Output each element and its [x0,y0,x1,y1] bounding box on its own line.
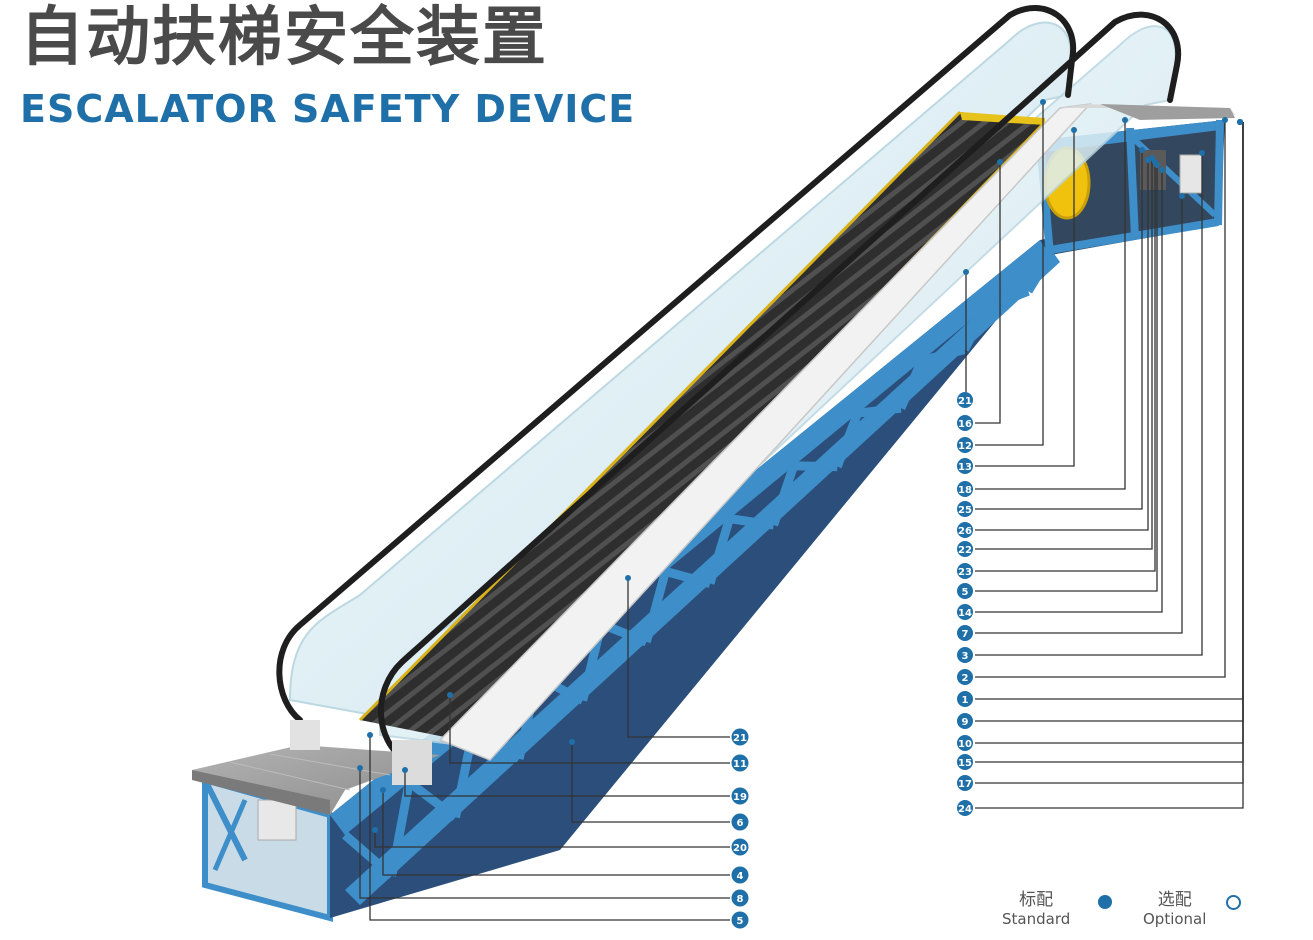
callout-badge: 12 [957,437,973,453]
callout-badge: 9 [957,713,973,729]
marker-dot-bottom [569,739,575,745]
marker-dot-right [1159,167,1165,173]
marker-dot-bottom [367,732,373,738]
legend-optional: 选配 Optional [1143,890,1206,928]
marker-dot-right [963,269,969,275]
title-english: ESCALATOR SAFETY DEVICE [20,87,636,131]
leader-lines [357,99,1244,921]
callout-badge: 20 [731,838,749,856]
callout-badge: 26 [957,522,973,538]
marker-dot-right [1154,162,1160,168]
callout-number: 25 [958,505,972,516]
callout-badge: 10 [957,735,973,751]
callout-number: 5 [737,916,744,927]
callout-number: 20 [733,843,747,854]
callout-number: 5 [962,587,969,598]
callout-number: 7 [962,629,969,640]
standard-marker-icon [1098,895,1112,909]
callout-badge: 25 [957,501,973,517]
skirt-panel [438,102,1235,761]
marker-dot-bottom [402,767,408,773]
marker-dot-bottom [380,787,386,793]
title-chinese: 自动扶梯安全装置 [20,1,548,75]
callout-number: 1 [962,695,969,706]
callout-number: 4 [737,871,744,882]
callout-badge: 21 [731,728,749,746]
callout-badge: 11 [731,754,749,772]
marker-dot-bottom [447,692,453,698]
marker-dot-right [997,159,1003,165]
callout-badge: 1 [957,691,973,707]
callout-number: 17 [958,779,972,790]
upper-floor-plate [1100,104,1235,120]
callout-number: 23 [958,567,972,578]
marker-dot-right [1122,117,1128,123]
callout-column-bottom: 21 11 19 6 20 4 8 5 [731,728,749,929]
callout-number: 8 [737,894,744,905]
callout-badge: 8 [731,889,749,907]
callout-number: 6 [737,818,744,829]
callout-badge: 21 [957,392,973,408]
callout-number: 21 [958,396,972,407]
callout-number: 21 [733,733,747,744]
callout-number: 16 [958,419,972,430]
legend-standard: 标配 Standard [1002,890,1070,928]
callout-number: 10 [958,739,972,750]
callout-badge: 16 [957,415,973,431]
callout-number: 3 [962,651,969,662]
callout-number: 9 [962,717,969,728]
callout-number: 18 [958,485,972,496]
legend-optional-cn: 选配 [1157,890,1192,910]
lower-floor-plate [192,720,440,815]
legend-optional-en: Optional [1143,910,1207,928]
callout-number: 2 [962,673,969,684]
callout-number: 22 [958,545,972,556]
callout-number: 14 [958,608,972,619]
marker-dot-bottom [357,765,363,771]
callout-badge: 23 [957,563,973,579]
callout-badge: 5 [731,911,749,929]
callout-badge: 4 [731,866,749,884]
callout-number: 24 [958,804,972,815]
marker-dot-right [1179,193,1185,199]
callout-badge: 18 [957,481,973,497]
marker-dot-bottom [625,575,631,581]
callout-badge: 3 [957,647,973,663]
callout-badge: 6 [731,813,749,831]
optional-marker-icon [1226,895,1241,910]
callout-number: 11 [733,759,747,770]
marker-dot-right [1199,150,1205,156]
marker-dot-right [1237,119,1243,125]
legend-standard-cn: 标配 [1019,890,1054,910]
lower-landing-frame [202,776,333,922]
marker-dot-right [1071,127,1077,133]
marker-dot-right [1222,117,1228,123]
callout-number: 15 [958,758,972,769]
callout-number: 12 [958,441,972,452]
callout-badge: 22 [957,541,973,557]
callout-badge: 19 [731,787,749,805]
callout-number: 26 [958,526,972,537]
callout-badge: 7 [957,625,973,641]
callout-badge: 15 [957,754,973,770]
marker-dot-right [1040,99,1046,105]
callout-number: 19 [733,792,747,803]
handrails [276,4,1182,763]
callout-badge: 24 [957,800,973,816]
callout-badge: 13 [957,458,973,474]
marker-dot-bottom [372,827,378,833]
legend-standard-en: Standard [1002,910,1071,928]
callout-badge: 2 [957,669,973,685]
callout-badge: 17 [957,775,973,791]
callout-number: 13 [958,462,972,473]
marker-dot-right [1139,147,1145,153]
callout-badge: 5 [957,583,973,599]
callout-badge: 14 [957,604,973,620]
